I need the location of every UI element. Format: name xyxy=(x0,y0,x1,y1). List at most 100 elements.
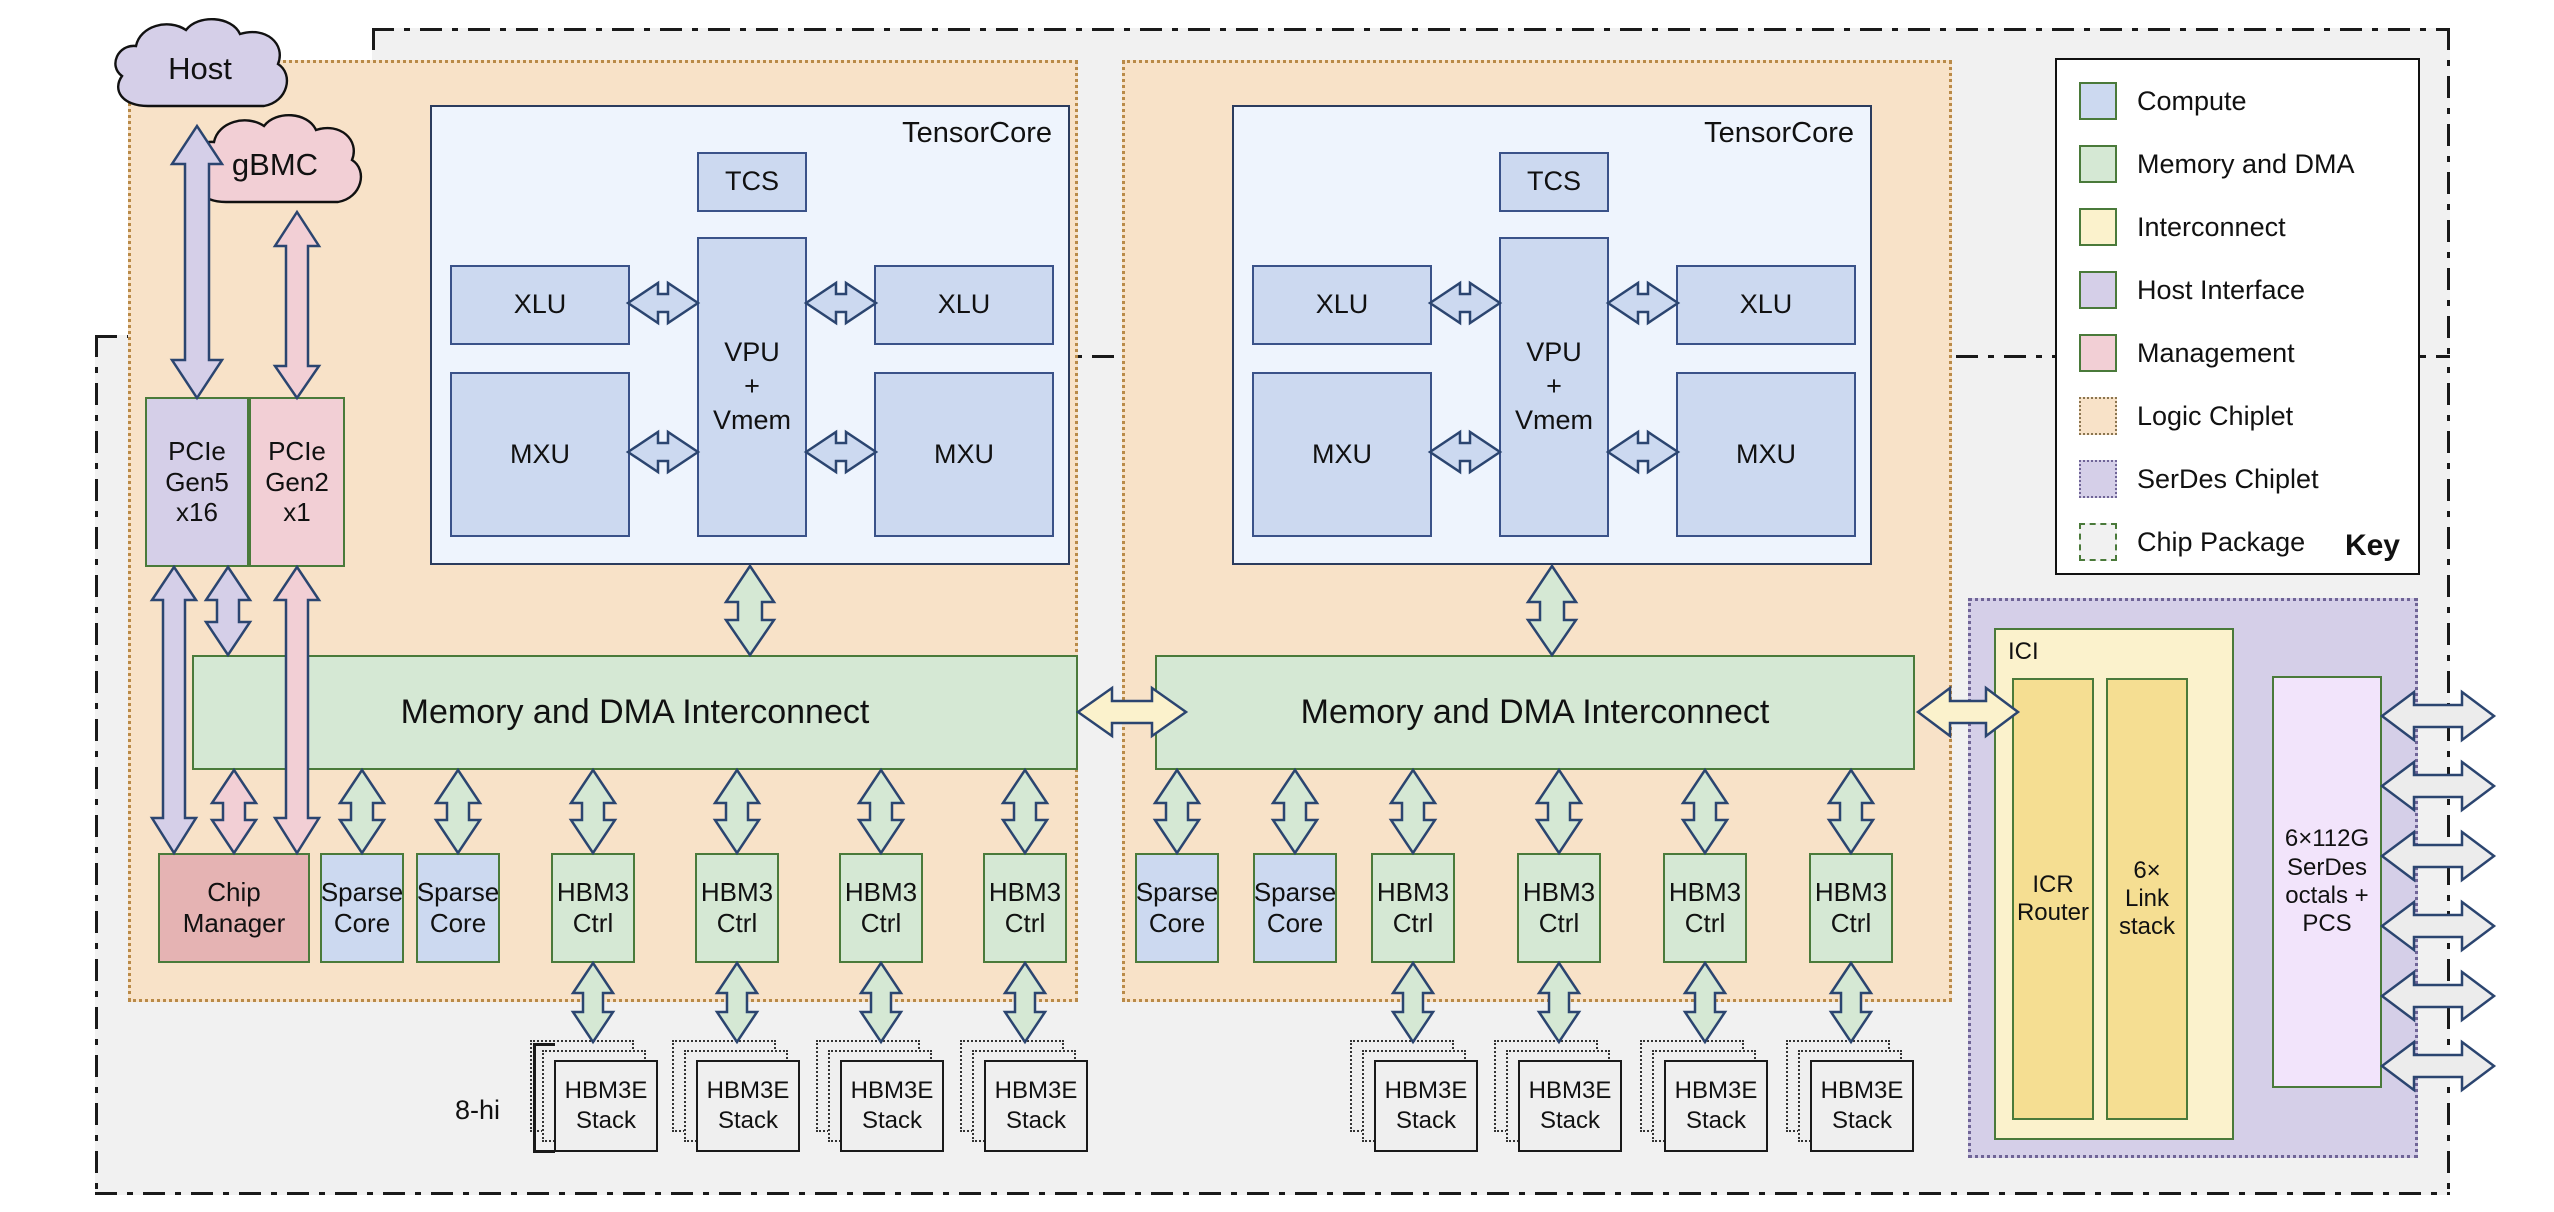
gbmc-cloud: gBMC xyxy=(180,110,370,220)
hbm3-ctrl-right-2-line-1: HBM3 xyxy=(1522,877,1596,908)
mxu-block-right-1[interactable]: MXU xyxy=(1252,372,1432,537)
memory-dma-interconnect-right-label: Memory and DMA Interconnect xyxy=(1300,693,1770,732)
sparse-core-right-2-line-2: Core xyxy=(1266,908,1324,938)
vpu-line-2-right: + xyxy=(1546,371,1562,402)
hbm3-ctrl-left-3-line-2: Ctrl xyxy=(860,908,902,938)
sparse-core-left-2-line-1: Sparse xyxy=(416,877,500,908)
sparse-core-left-1-line-1: Sparse xyxy=(320,877,404,908)
hbm3-ctrl-left-4-line-2: Ctrl xyxy=(1004,908,1046,938)
link-stack-line-3: stack xyxy=(2118,913,2175,941)
legend-swatch-host-interface xyxy=(2079,271,2117,309)
legend-swatch-logic-chiplet xyxy=(2079,397,2117,435)
hbm3-ctrl-left-1[interactable]: HBM3 Ctrl xyxy=(551,853,635,963)
hbm3-ctrl-left-3[interactable]: HBM3 Ctrl xyxy=(839,853,923,963)
hbm3e-stack-6-line-1: HBM3E xyxy=(1528,1077,1612,1104)
mxu-block-left-1[interactable]: MXU xyxy=(450,372,630,537)
hbm3-ctrl-left-3-line-1: HBM3 xyxy=(844,877,918,908)
memory-dma-interconnect-right[interactable]: Memory and DMA Interconnect xyxy=(1155,655,1915,770)
hbm3e-stack-group-6: HBM3E Stack xyxy=(1494,1040,1624,1160)
host-cloud: Host xyxy=(100,14,300,124)
sparse-core-left-1-line-2: Core xyxy=(333,908,391,938)
hbm3e-stack-1-line-1: HBM3E xyxy=(564,1077,648,1104)
hbm3e-stack-group-2: HBM3E Stack xyxy=(672,1040,802,1160)
tcs-block-right[interactable]: TCS xyxy=(1499,152,1609,212)
xlu-block-right-1[interactable]: XLU xyxy=(1252,265,1432,345)
ici-label: ICI xyxy=(2008,638,2039,665)
hbm3e-stack-2[interactable]: HBM3E Stack xyxy=(696,1060,800,1152)
xlu-block-left-2[interactable]: XLU xyxy=(874,265,1054,345)
hbm3-ctrl-right-4-line-2: Ctrl xyxy=(1830,908,1872,938)
chip-manager-block[interactable]: Chip Manager xyxy=(158,853,310,963)
hbm3-ctrl-right-2-line-2: Ctrl xyxy=(1538,908,1580,938)
hbm3e-stack-group-4: HBM3E Stack xyxy=(960,1040,1090,1160)
hbm3-ctrl-right-4[interactable]: HBM3 Ctrl xyxy=(1809,853,1893,963)
hbm3-ctrl-right-1[interactable]: HBM3 Ctrl xyxy=(1371,853,1455,963)
hbm3e-stack-7[interactable]: HBM3E Stack xyxy=(1664,1060,1768,1152)
icr-router-block[interactable]: ICR Router xyxy=(2012,678,2094,1120)
xlu-block-right-2[interactable]: XLU xyxy=(1676,265,1856,345)
hbm3e-stack-3[interactable]: HBM3E Stack xyxy=(840,1060,944,1152)
sparse-core-right-2[interactable]: Sparse Core xyxy=(1253,853,1337,963)
pcie-gen5-line-3: x16 xyxy=(176,497,218,528)
memory-dma-interconnect-left[interactable]: Memory and DMA Interconnect xyxy=(192,655,1078,770)
hbm3e-stack-4[interactable]: HBM3E Stack xyxy=(984,1060,1088,1152)
xlu-block-left-1[interactable]: XLU xyxy=(450,265,630,345)
eight-hi-label: 8-hi xyxy=(455,1095,501,1125)
legend-label-host-interface: Host Interface xyxy=(2137,274,2306,305)
legend-label-chip-package: Chip Package xyxy=(2137,526,2306,557)
hbm3-ctrl-right-3-line-2: Ctrl xyxy=(1684,908,1726,938)
hbm3-ctrl-left-2[interactable]: HBM3 Ctrl xyxy=(695,853,779,963)
hbm3e-stack-7-line-1: HBM3E xyxy=(1674,1077,1758,1104)
hbm3-ctrl-right-1-line-2: Ctrl xyxy=(1392,908,1434,938)
mxu-block-left-2[interactable]: MXU xyxy=(874,372,1054,537)
legend-label-logic-chiplet: Logic Chiplet xyxy=(2137,400,2294,431)
hbm3e-stack-4-line-2: Stack xyxy=(1005,1107,1067,1134)
legend-swatch-management xyxy=(2079,334,2117,372)
mxu-label-right-2: MXU xyxy=(1736,438,1796,469)
tcs-block-left[interactable]: TCS xyxy=(697,152,807,212)
tensorcore-left-label: TensorCore xyxy=(902,117,1052,149)
pcie-gen5-block[interactable]: PCIe Gen5 x16 xyxy=(145,397,249,567)
serdes-line-1: 6×112G xyxy=(2284,825,2370,853)
mxu-label-left-1: MXU xyxy=(510,438,570,469)
sparse-core-right-1[interactable]: Sparse Core xyxy=(1135,853,1219,963)
tensorcore-right: TensorCore TCS VPU + Vmem XLU XLU MXU MX… xyxy=(1232,105,1872,565)
vpu-line-1-left: VPU xyxy=(724,337,780,368)
hbm3e-stack-2-line-1: HBM3E xyxy=(706,1077,790,1104)
legend-item-serdes-chiplet: SerDes Chiplet xyxy=(2079,460,2319,498)
pcie-gen2-block[interactable]: PCIe Gen2 x1 xyxy=(249,397,345,567)
hbm3e-stack-7-line-2: Stack xyxy=(1685,1107,1747,1134)
sparse-core-left-1[interactable]: Sparse Core xyxy=(320,853,404,963)
hbm3e-stack-8[interactable]: HBM3E Stack xyxy=(1810,1060,1914,1152)
hbm3e-stack-1[interactable]: HBM3E Stack xyxy=(554,1060,658,1152)
serdes-octals-pcs-block[interactable]: 6×112G SerDes octals + PCS xyxy=(2272,676,2382,1088)
link-stack-block[interactable]: 6× Link stack xyxy=(2106,678,2188,1120)
sparse-core-left-2[interactable]: Sparse Core xyxy=(416,853,500,963)
sparse-core-right-1-line-1: Sparse xyxy=(1135,877,1219,908)
pcie-gen2-line-2: Gen2 xyxy=(265,466,329,497)
hbm3e-stack-5[interactable]: HBM3E Stack xyxy=(1374,1060,1478,1152)
tcs-label-right: TCS xyxy=(1527,166,1581,197)
hbm3-ctrl-right-2[interactable]: HBM3 Ctrl xyxy=(1517,853,1601,963)
xlu-label-left-1: XLU xyxy=(513,289,567,320)
icr-router-line-2: Router xyxy=(2016,899,2090,926)
legend-label-management: Management xyxy=(2137,337,2295,368)
mxu-block-right-2[interactable]: MXU xyxy=(1676,372,1856,537)
ici-block: ICI ICR Router 6× Link stack xyxy=(1994,628,2234,1140)
hbm3-ctrl-left-4[interactable]: HBM3 Ctrl xyxy=(983,853,1067,963)
hbm3e-stack-group-1: HBM3E Stack xyxy=(530,1040,660,1160)
legend-item-compute: Compute xyxy=(2079,82,2247,120)
hbm3e-stack-6[interactable]: HBM3E Stack xyxy=(1518,1060,1622,1152)
hbm3e-stack-5-line-2: Stack xyxy=(1395,1107,1457,1134)
legend-swatch-serdes-chiplet xyxy=(2079,460,2117,498)
legend-item-logic-chiplet: Logic Chiplet xyxy=(2079,397,2293,435)
legend-item-interconnect: Interconnect xyxy=(2079,208,2286,246)
hbm3-ctrl-right-3[interactable]: HBM3 Ctrl xyxy=(1663,853,1747,963)
tcs-label-left: TCS xyxy=(725,166,779,197)
vpu-vmem-block-right[interactable]: VPU + Vmem xyxy=(1499,237,1609,537)
pcie-gen2-line-3: x1 xyxy=(283,497,311,528)
hbm3e-stack-3-line-2: Stack xyxy=(861,1107,923,1134)
vpu-line-1-right: VPU xyxy=(1526,337,1582,368)
vpu-vmem-block-left[interactable]: VPU + Vmem xyxy=(697,237,807,537)
serdes-line-4: PCS xyxy=(2302,910,2352,938)
